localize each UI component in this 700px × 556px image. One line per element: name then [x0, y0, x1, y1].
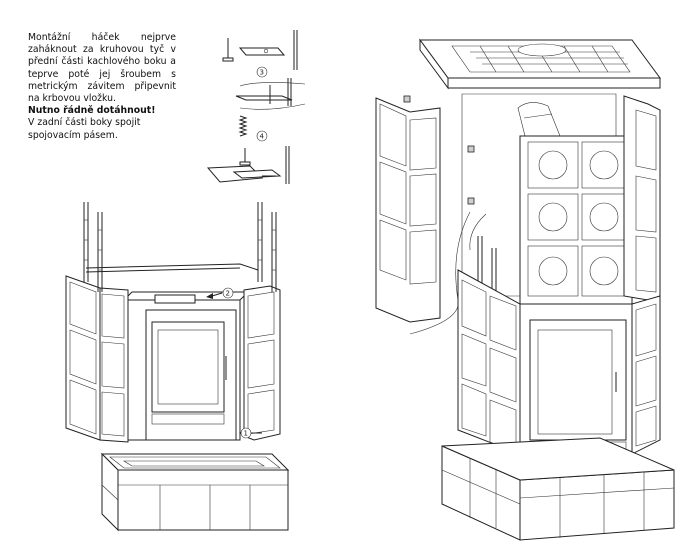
right-stove-assembly — [375, 38, 675, 541]
step-1-label: 1 — [244, 430, 248, 438]
hook-detail-drawing — [206, 30, 306, 184]
back-connection-note: V zadní části boky spojit spojovacím pás… — [28, 117, 141, 141]
assembly-instructions: Montážní háček nejprve zaháknout za kruh… — [28, 32, 176, 142]
step-2-label: 2 — [226, 290, 230, 298]
instruction-paragraph: Montážní háček nejprve zaháknout za kruh… — [28, 32, 176, 105]
tightening-warning: Nutno řádně dotáhnout! — [28, 105, 156, 117]
step-4-label: 4 — [260, 133, 265, 141]
left-stove-assembly — [65, 202, 290, 532]
step-3-label: 3 — [260, 69, 264, 77]
